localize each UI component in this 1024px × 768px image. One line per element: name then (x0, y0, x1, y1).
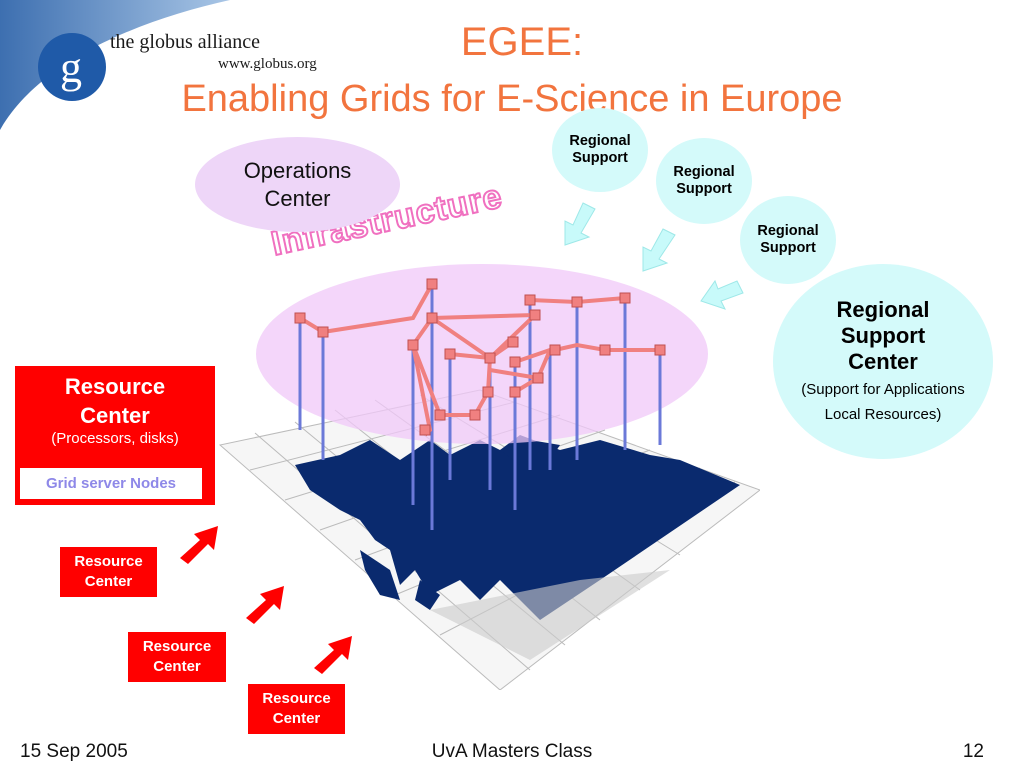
footer-date: 15 Sep 2005 (20, 741, 128, 762)
arrow-down-icon (642, 228, 676, 272)
regional-support-3: Regional Support (740, 196, 836, 284)
resource-center-2: Resource Center (128, 632, 226, 682)
operations-center: Operations Center (195, 137, 400, 232)
resource-center-2-line2: Center (153, 658, 201, 675)
resource-center-2-line1: Resource (142, 638, 212, 655)
rsc-line1: Regional (836, 296, 930, 322)
regional-support-1: Regional Support (552, 108, 648, 192)
resource-center-3-line2: Center (272, 710, 321, 727)
network-nodes (294, 278, 666, 436)
operations-center-line2: Center (264, 185, 331, 211)
rsc-note2: Local Resources) (824, 405, 942, 423)
arrow-up-right-icon (314, 636, 352, 674)
regional-support-1-line2: Support (572, 150, 628, 166)
resource-center-1-line1: Resource (74, 553, 143, 570)
regional-support-1-line1: Regional (569, 133, 631, 149)
arrow-left-icon (700, 279, 744, 310)
logo-url: www.globus.org (218, 56, 317, 72)
arrow-up-right-icon (246, 586, 284, 624)
resource-center-3: Resource Center (248, 684, 345, 734)
arrow-up-right-icon (180, 526, 218, 564)
resource-center-1: Resource Center (60, 547, 157, 597)
rsc-note1: (Support for Applications (801, 380, 965, 398)
support-arrows (564, 202, 744, 310)
regional-support-2-line2: Support (676, 181, 732, 197)
grid-server-nodes: Grid server Nodes (20, 468, 202, 499)
operations-center-line1: Operations (243, 157, 352, 183)
slide-title: EGEE: (460, 20, 584, 64)
footer-title: UvA Masters Class (431, 741, 593, 762)
resource-center-main-line2: Center (80, 403, 150, 428)
rsc-line3: Center (848, 348, 918, 374)
resource-arrows (180, 526, 352, 674)
network-graph (294, 278, 666, 530)
logo-swoosh: g the globus alliance www.globus.org (0, 0, 317, 130)
slide-subtitle: Enabling Grids for E-Science in Europe (181, 78, 843, 120)
europe-grid-illustration (218, 389, 760, 690)
regional-support-center: Regional Support Center (Support for App… (773, 264, 993, 459)
regional-support-3-line1: Regional (757, 223, 819, 239)
resource-center-main-note: (Processors, disks) (51, 430, 179, 447)
logo-name: the globus alliance (110, 31, 260, 53)
logo-letter: g (60, 43, 82, 92)
regional-support-2: Regional Support (656, 138, 752, 224)
regional-support-2-line1: Regional (673, 164, 735, 180)
resource-center-1-line2: Center (84, 573, 133, 590)
rsc-line2: Support (840, 322, 926, 348)
resource-center-3-line1: Resource (262, 690, 331, 707)
regional-support-3-line2: Support (760, 240, 816, 256)
resource-center-main-line1: Resource (64, 374, 166, 399)
arrow-down-icon (564, 202, 596, 246)
footer-page-number: 12 (962, 741, 984, 762)
